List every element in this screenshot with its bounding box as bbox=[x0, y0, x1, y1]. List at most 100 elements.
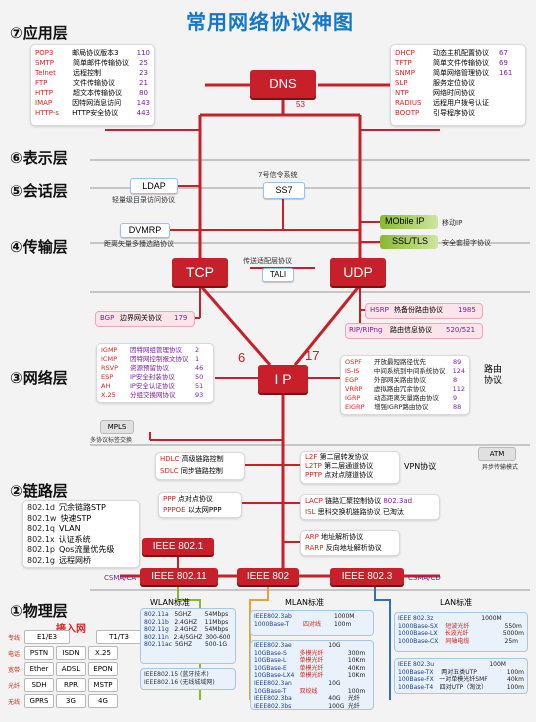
spacer bbox=[481, 630, 500, 638]
standard-std: 100Base-FX bbox=[398, 676, 434, 684]
access-tech-tag: ISDN bbox=[56, 646, 86, 660]
standard-std: 1000Base-SX bbox=[398, 622, 438, 630]
ssltls-label: SSL/TLS bbox=[392, 236, 429, 246]
protocol-desc: 引导程序协议 bbox=[433, 109, 475, 117]
protocol-desc: 网络时间协议 bbox=[433, 89, 475, 97]
standard-name: 802.1q bbox=[27, 524, 55, 533]
man-title: MLAN标准 bbox=[285, 598, 324, 607]
access-tech-tag: X.25 bbox=[88, 646, 118, 660]
standard-rate: 40G bbox=[328, 695, 341, 703]
protocol-desc: 虚拟路由冗余协议 bbox=[373, 385, 426, 393]
protocol-name: DHCP bbox=[395, 49, 415, 57]
hsrp-label: HSRP bbox=[370, 306, 389, 314]
protocol-desc: 简单邮件传输协议 bbox=[73, 59, 129, 67]
protocol-name: NTP bbox=[395, 89, 409, 97]
standard-dist: 40Km bbox=[347, 664, 366, 672]
hdlc-desc: 高级链路控制 bbox=[181, 455, 224, 463]
standard-note: 双绞线 bbox=[299, 687, 318, 695]
wlan-extra-0: IEEE802.15 (蓝牙技术) bbox=[144, 671, 209, 678]
bgp-desc: 边界网关协议 bbox=[120, 314, 162, 322]
spacer bbox=[299, 680, 325, 688]
protocol-port: 21 bbox=[139, 79, 148, 87]
spacer bbox=[441, 661, 486, 669]
standard-std: 802.11g bbox=[144, 626, 169, 634]
protocol-name: TFTP bbox=[395, 59, 412, 67]
protocol-name: Telnet bbox=[35, 69, 56, 77]
standard-note: 两对五类UTP bbox=[441, 668, 477, 676]
hsrp-desc: 热备份路由协议 bbox=[394, 306, 443, 314]
standard-note: 单模光纤 bbox=[299, 657, 324, 665]
protocol-desc: IP安全封装协议 bbox=[130, 373, 175, 381]
atm-desc: 异步传输模式 bbox=[482, 464, 519, 471]
standard-std: 10GBase-T bbox=[254, 687, 287, 695]
ieee802-node: IEEE 802 bbox=[237, 568, 299, 585]
standard-dist: 300m bbox=[347, 649, 366, 657]
protocol-desc: 分组交换网协议 bbox=[130, 391, 176, 399]
sdlc-label: SDLC bbox=[160, 467, 179, 475]
routing-label: 路由协议 bbox=[484, 365, 503, 386]
protocol-name: EGP bbox=[345, 376, 359, 384]
atm-tag: ATM bbox=[478, 447, 516, 461]
standard-dist: 25m bbox=[504, 637, 518, 645]
standard-note: 长波光纤 bbox=[444, 630, 469, 638]
protocol-port: 89 bbox=[453, 358, 462, 366]
ieee8021-node: IEEE 802.1 bbox=[142, 538, 214, 555]
hsrp-box: HSRP 热备份路由协议 1985 bbox=[365, 303, 483, 319]
protocol-name: IS-IS bbox=[345, 367, 360, 375]
access-tech-tag: T1/T3 bbox=[96, 630, 142, 644]
protocol-desc: 远程用户拨号认证 bbox=[433, 99, 489, 107]
standard-std: 802.11a bbox=[144, 611, 169, 618]
l2f-desc: 第二层转发协议 bbox=[319, 453, 369, 461]
isl-note: 已淘汰 bbox=[382, 508, 404, 516]
standard-desc: 快速STP bbox=[60, 513, 92, 523]
protocol-port: 50 bbox=[195, 373, 204, 381]
protocol-desc: 开放最短路径优先 bbox=[374, 358, 426, 366]
ip-node: I P bbox=[258, 365, 308, 393]
standard-std: 1000Base-T bbox=[254, 620, 290, 628]
access-tech-tag: 4G bbox=[88, 694, 118, 708]
l2f-label: L2F bbox=[305, 453, 318, 461]
standard-band: 2.4/5GHZ bbox=[173, 633, 203, 641]
standard-note: 单模光纤 bbox=[299, 672, 324, 680]
standard-rate: 100G bbox=[328, 702, 345, 710]
lan-title: LAN标准 bbox=[440, 598, 473, 607]
protocol-desc: 资源预留协议 bbox=[130, 364, 169, 372]
access-tech-tag: ADSL bbox=[56, 662, 86, 676]
standard-std: 1000Base-CX bbox=[398, 637, 439, 645]
rip-port: 520/521 bbox=[446, 326, 476, 334]
protocol-desc: 增强IGRP路由协议 bbox=[374, 403, 429, 411]
standard-std: 10GBase-LX4 bbox=[254, 672, 295, 680]
protocol-port: 8 bbox=[453, 376, 458, 384]
pppoe-label: PPPOE bbox=[163, 506, 186, 514]
standard-std: 100Base-TX bbox=[398, 668, 434, 676]
standard-dist: 40km bbox=[507, 676, 524, 684]
standard-rate: 1000M bbox=[481, 615, 502, 622]
standard-std: IEEE 802.3z bbox=[398, 615, 434, 622]
access-category-label: 专线 bbox=[8, 635, 21, 642]
standard-note: 四对UTP（淘汰） bbox=[439, 683, 488, 691]
standard-rate: 100m bbox=[334, 620, 352, 628]
